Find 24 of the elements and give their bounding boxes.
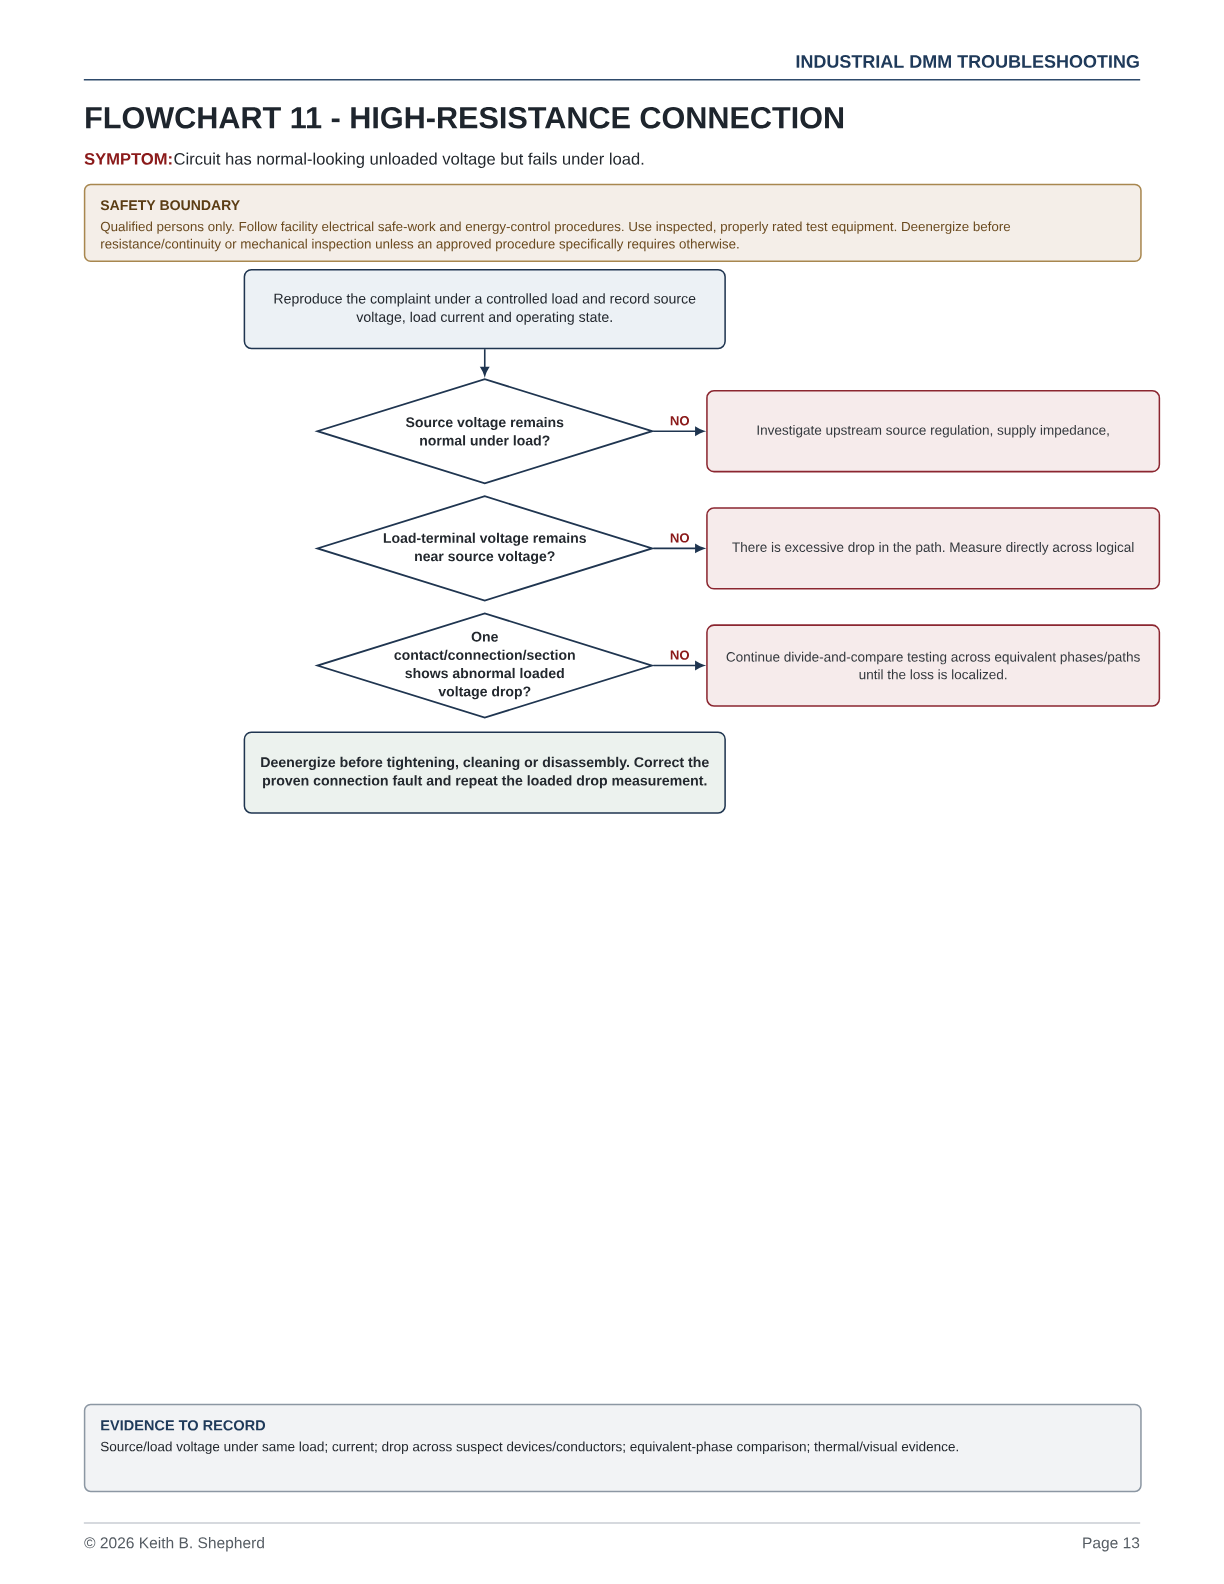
page-number: Page 13 [1083, 1537, 1140, 1552]
arrow [480, 348, 490, 376]
edge-label: NO [668, 531, 692, 545]
process-box: Reproduce the complaint under a controlled load and record source voltage, load current and operating state. [243, 268, 726, 350]
symptom-text: Circuit has normal-looking unloaded voltage but fails under load. [174, 152, 644, 169]
panel-text: Source/load voltage under same load; current; drop across suspect devices/conductors; equivalent-phase comparison; thermal/visual evidence. [100, 1441, 958, 1455]
action-box: Deenergize before tightening, cleaning or disassembly. Correct the proven connection fault and repeat the loaded drop measurement. [243, 731, 726, 814]
safety-panel [83, 183, 1142, 263]
panel-heading: EVIDENCE TO RECORD [101, 1420, 266, 1431]
symptom-tag: SYMPTOM: [84, 153, 172, 165]
header-title: INDUSTRIAL DMM TROUBLESHOOTING [796, 55, 1139, 68]
footer-text: © 2026 Keith B. Shepherd [84, 1536, 264, 1552]
result-box: There is excessive drop in the path. Measure directly across logical [706, 507, 1161, 590]
result-box: Continue divide-and-compare testing across equivalent phases/paths until the loss is localized. [706, 624, 1161, 707]
arrow [652, 426, 705, 436]
edge-label: NO [668, 414, 692, 427]
edge-label: NO [668, 648, 692, 662]
panel-heading: SAFETY BOUNDARY [100, 200, 240, 211]
panel-text: Qualified persons only. Follow facility electrical safe-work and energy-control procedures. Use inspected, properly rated test equipment. Deenergize before resistance/continuity or mechanical inspection unless an approved procedure specifically requires otherwise. [100, 221, 1011, 252]
arrow [652, 544, 705, 553]
evidence-panel [83, 1403, 1142, 1493]
page-title: FLOWCHART 11 - HIGH-RESISTANCE CONNECTION [86, 106, 844, 129]
result-box: Investigate upstream source regulation, supply impedance, [706, 390, 1161, 473]
arrow [652, 661, 705, 670]
